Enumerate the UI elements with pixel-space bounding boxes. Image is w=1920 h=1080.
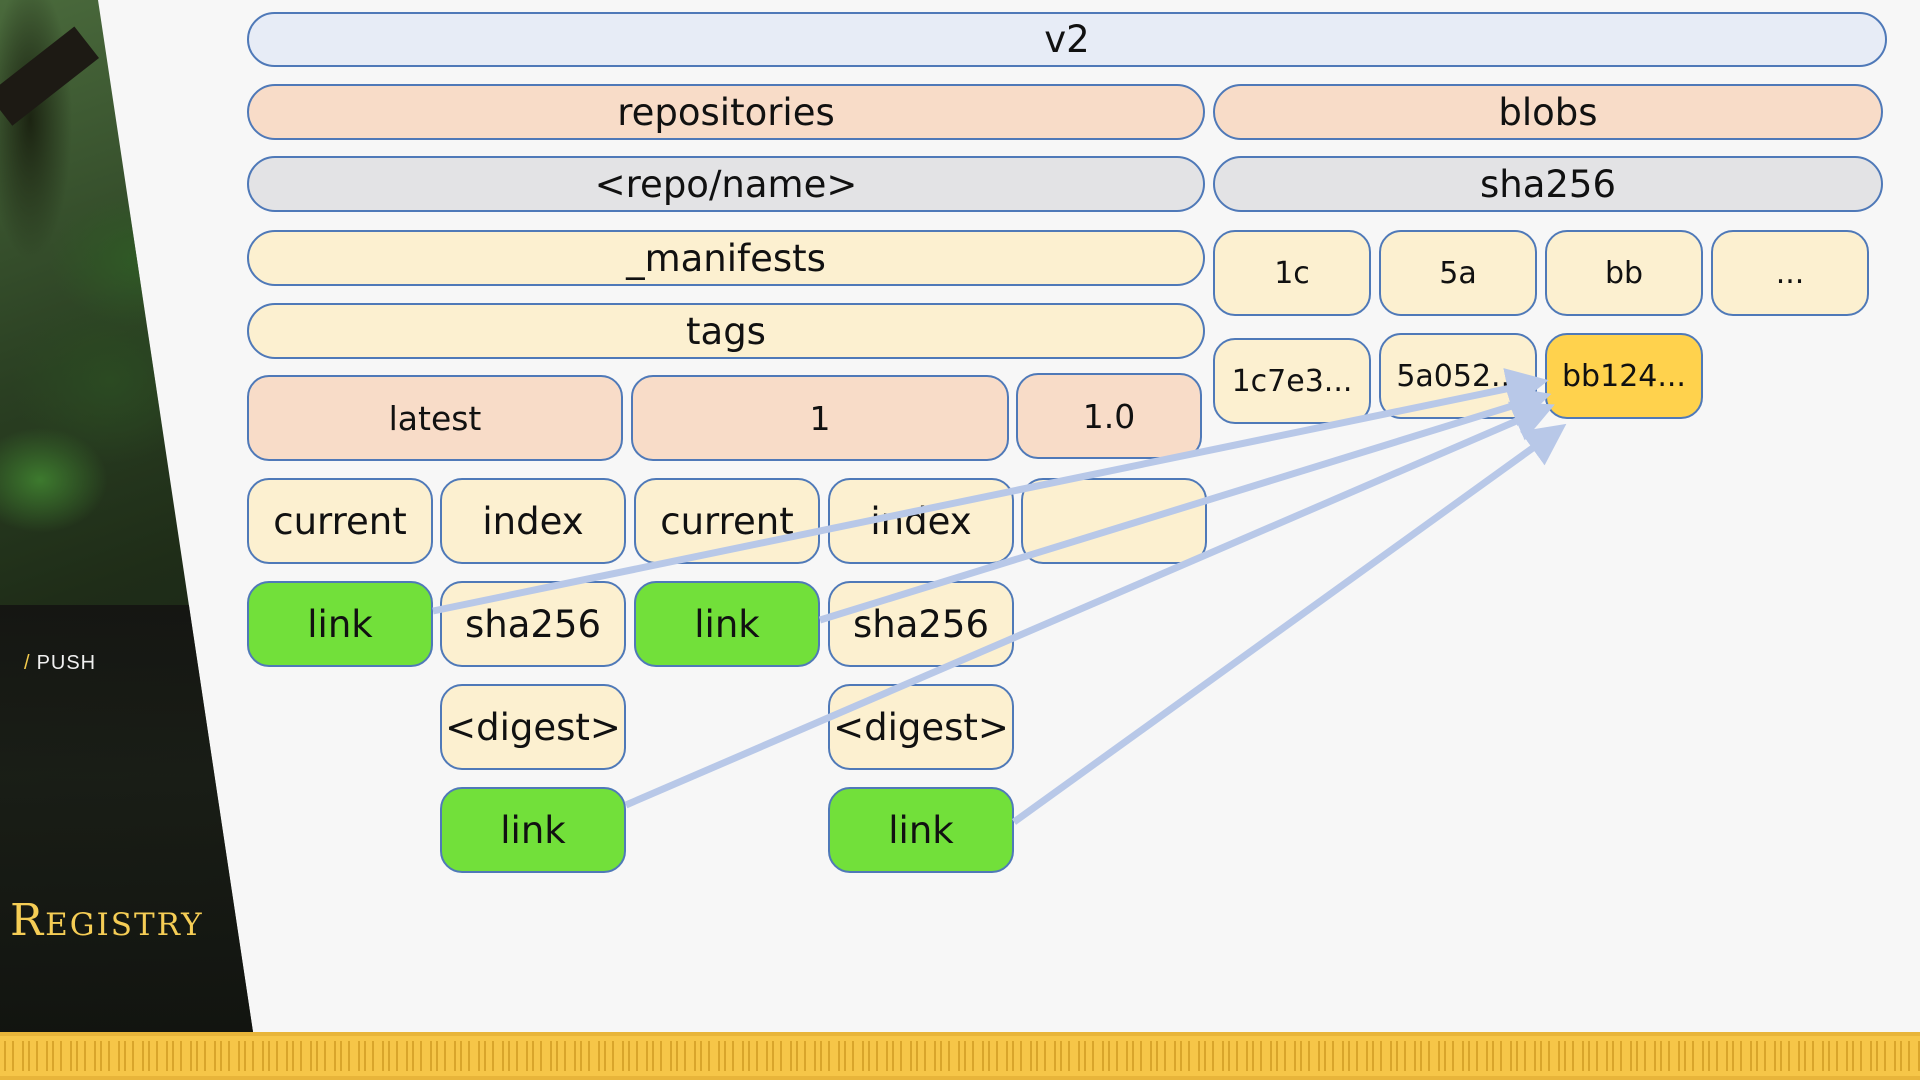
one-digest-link-box: link bbox=[828, 787, 1014, 873]
repositories-box: repositories bbox=[247, 84, 1205, 140]
one-index-box: index bbox=[828, 478, 1014, 564]
blob-bb124-target: bb124... bbox=[1545, 333, 1703, 419]
blobs-box: blobs bbox=[1213, 84, 1883, 140]
repo-name-box: <repo/name> bbox=[247, 156, 1205, 212]
latest-digest-link-box: link bbox=[440, 787, 626, 873]
section-label-text: PUSH bbox=[36, 652, 97, 674]
slide-title: Registry bbox=[10, 895, 204, 946]
tag-latest-box: latest bbox=[247, 375, 623, 461]
section-label: /PUSH bbox=[24, 652, 96, 675]
one-current-box: current bbox=[634, 478, 820, 564]
v2-box: v2 bbox=[247, 12, 1887, 67]
manifests-box: _manifests bbox=[247, 230, 1205, 286]
blobs-sha256-box: sha256 bbox=[1213, 156, 1883, 212]
latest-current-box: current bbox=[247, 478, 433, 564]
greek-key-border bbox=[0, 1032, 1920, 1080]
tag-1-0-child-box bbox=[1021, 478, 1207, 564]
tag-1-0-box: 1.0 bbox=[1016, 373, 1202, 459]
sidebar-jungle-photo bbox=[0, 0, 253, 1032]
tag-1-box: 1 bbox=[631, 375, 1009, 461]
one-index-sha256-box: sha256 bbox=[828, 581, 1014, 667]
blob-5a052: 5a052... bbox=[1379, 333, 1537, 419]
one-digest-box: <digest> bbox=[828, 684, 1014, 770]
one-current-link-box: link bbox=[634, 581, 820, 667]
tree-trunk-decoration bbox=[0, 26, 99, 126]
section-separator: / bbox=[24, 652, 31, 674]
blob-prefix-5a: 5a bbox=[1379, 230, 1537, 316]
blob-1c7e3: 1c7e3... bbox=[1213, 338, 1371, 424]
latest-index-box: index bbox=[440, 478, 626, 564]
blob-prefix-more: ... bbox=[1711, 230, 1869, 316]
tags-box: tags bbox=[247, 303, 1205, 359]
latest-index-sha256-box: sha256 bbox=[440, 581, 626, 667]
latest-current-link-box: link bbox=[247, 581, 433, 667]
blob-prefix-bb: bb bbox=[1545, 230, 1703, 316]
latest-digest-box: <digest> bbox=[440, 684, 626, 770]
blob-prefix-1c: 1c bbox=[1213, 230, 1371, 316]
